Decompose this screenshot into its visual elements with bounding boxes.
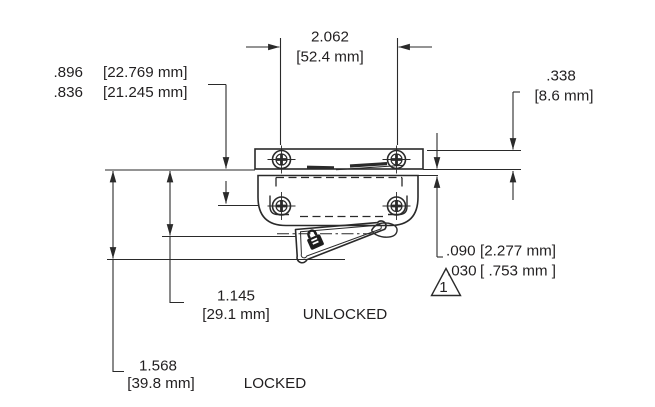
handle-paddle (294, 220, 387, 264)
latch-part (254, 145, 424, 264)
dim-locked-depth-in: 1.568 (139, 358, 177, 375)
flag-note-triangle: 1 (430, 267, 462, 297)
dim-flange-height-in: .338 (546, 68, 576, 85)
screw-top-left (267, 145, 296, 174)
mounting-flange (254, 148, 424, 170)
state-label-locked: LOCKED (244, 375, 306, 392)
dim-panel-gap-min-mm: [ .753 mm ] (480, 263, 556, 280)
dim-panel-gap-min-in: .030 (447, 263, 477, 280)
dim-upper-offset-min-in: .836 (53, 84, 83, 101)
dim-unlocked-depth-in: 1.145 (217, 288, 255, 305)
screw-bottom-right (382, 192, 411, 220)
dim-upper-offset-max-mm: [22.769 mm] (103, 64, 187, 81)
handle-paddle-inner-edge (300, 223, 382, 259)
dimension-lines (109, 43, 517, 259)
hidden-recess-lines (275, 176, 403, 218)
dim-flange-height-mm: [8.6 mm] (534, 88, 593, 105)
dim-locked-depth-mm: [39.8 mm] (127, 375, 195, 392)
dim-panel-gap-max-mm: [2.277 mm] (480, 243, 556, 260)
latch-pawl-tip (370, 222, 398, 238)
dim-screw-spacing-in: 2.062 (311, 29, 349, 46)
dim-upper-offset-min-mm: [21.245 mm] (103, 84, 187, 101)
dim-screw-spacing-mm: [52.4 mm] (296, 49, 364, 66)
screw-bottom-left (267, 192, 296, 220)
dimension-labels: 2.062 [52.4 mm] .896 .836 [22.769 mm] [2… (53, 29, 593, 393)
pawl-edge-marks (306, 162, 405, 171)
dim-unlocked-depth-mm: [29.1 mm] (202, 306, 270, 323)
state-label-unlocked: UNLOCKED (303, 306, 387, 323)
flag-note-number: 1 (439, 279, 447, 296)
latch-body-outline (257, 174, 419, 227)
dim-upper-offset-max-in: .896 (53, 64, 83, 81)
extension-lines (105, 38, 521, 373)
dim-panel-gap-max-in: .090 (446, 243, 476, 260)
padlock-icon (307, 229, 324, 250)
screw-top-right (382, 145, 411, 174)
